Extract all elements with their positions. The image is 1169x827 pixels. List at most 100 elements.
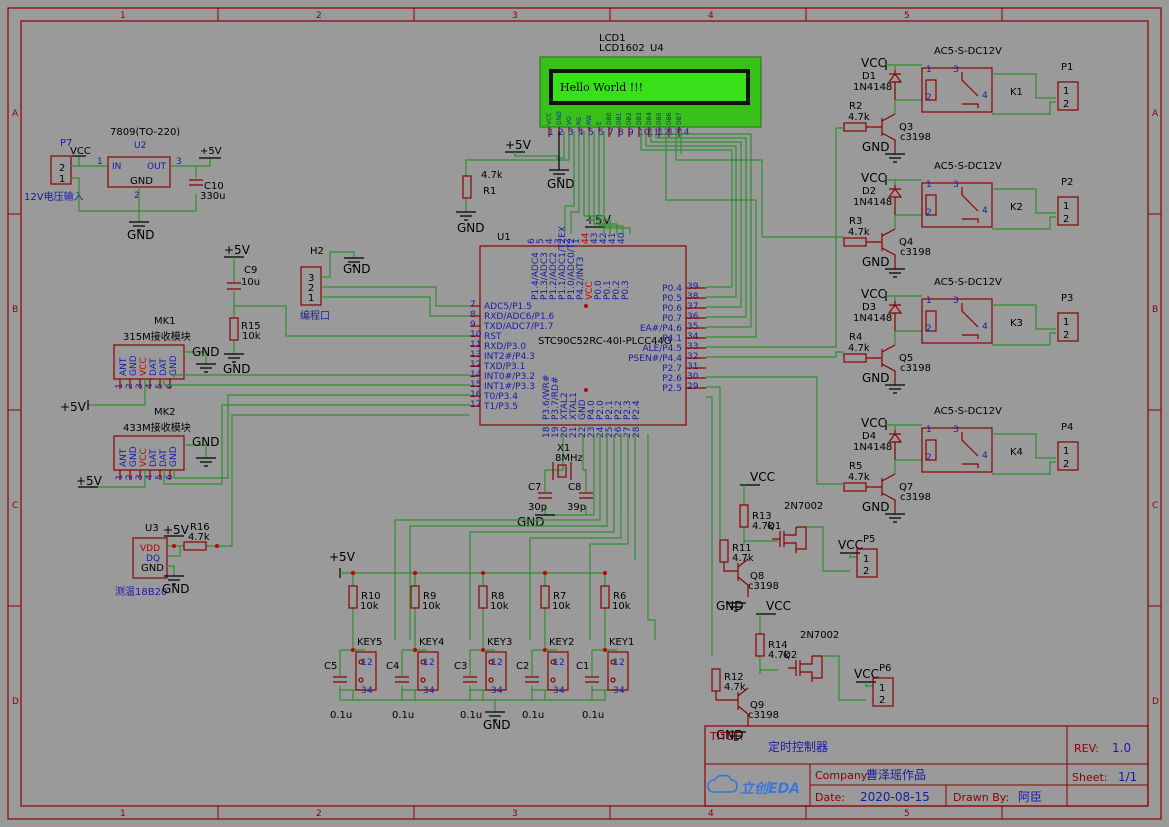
- connector-pin: 2: [1063, 330, 1069, 341]
- u2-in: IN: [112, 162, 121, 172]
- mcu-pin-num: 31: [687, 362, 698, 372]
- key-pin: 3: [361, 686, 367, 696]
- module-pin-name: DAT: [159, 449, 169, 467]
- keys-gnd: GND: [483, 718, 511, 732]
- relay-gnd: GND: [862, 140, 890, 154]
- r15-gnd: GND: [223, 362, 251, 376]
- title-label: TITLE:: [709, 730, 743, 743]
- mcu-pin-name: EA#/P4.6: [640, 324, 682, 334]
- relay-value: AC5-S-DC12V: [934, 406, 1002, 417]
- mcu-pin-num: 13: [470, 350, 481, 360]
- connector-pin: 1: [863, 554, 869, 565]
- title-block: TITLE: 定时控制器 REV: 1.0 Company: 曹泽瑶作品 She…: [704, 725, 1149, 807]
- mcu-pin-name: P2.5: [662, 384, 682, 394]
- key-resistor-value: 10k: [360, 601, 379, 612]
- date-label: Date:: [815, 791, 845, 804]
- h2-gnd: GND: [343, 262, 371, 276]
- key-pin: 4: [429, 686, 435, 696]
- mcu-pin-num: 5: [536, 238, 546, 244]
- drawing-frame: [7, 7, 1162, 820]
- connector-pin: 1: [879, 683, 885, 694]
- mcu-pin-name: P2.7: [662, 364, 682, 374]
- mos-vcc: VCC: [766, 599, 791, 613]
- key-pin: 4: [497, 686, 503, 696]
- lcd-pin-name: DB6: [666, 112, 673, 125]
- mcu-pin-num: 40: [617, 232, 627, 244]
- mcu-pin-num: 22: [578, 427, 588, 438]
- mcu-pin-num: 8: [470, 310, 476, 320]
- key-cap-ref: C1: [576, 661, 589, 672]
- eda-logo-text: 立创EDA: [740, 780, 800, 797]
- lcd-pin-num: 8: [618, 128, 624, 138]
- mcu-pin-num: 38: [687, 292, 699, 302]
- drawn-value: 阿臣: [1018, 790, 1042, 804]
- r15-value: 10k: [242, 331, 261, 342]
- key-pin: 3: [423, 686, 429, 696]
- mcu-pin-name: RST: [484, 332, 502, 342]
- key-cap-value: 0.1u: [330, 710, 352, 721]
- relay-ref: K4: [1010, 447, 1023, 458]
- u2-pin3: 3: [176, 157, 182, 167]
- output-connector-ref: P1: [1061, 62, 1073, 73]
- relay-pin: 2: [926, 208, 932, 218]
- mcu-pin-name: P2.1: [605, 400, 615, 420]
- ruler-col: 1: [120, 11, 126, 21]
- rev-label: REV:: [1074, 742, 1099, 755]
- relay-pin: 3: [953, 65, 959, 75]
- date-value: 2020-08-15: [860, 790, 930, 804]
- u1-ref: U1: [497, 232, 511, 243]
- mos-connector-ref: P5: [863, 534, 875, 545]
- key-pin: 1: [613, 658, 619, 668]
- mosfet-value: 2N7002: [800, 630, 839, 641]
- connector-pin: 2: [1063, 214, 1069, 225]
- base-resistor-value: 4.7k: [732, 553, 754, 564]
- module-pin-name: GND: [129, 446, 139, 467]
- mcu-pin-name: P4.2/INT3: [576, 257, 586, 300]
- c10-value: 330u: [200, 191, 225, 202]
- company-value: 曹泽瑶作品: [866, 768, 926, 782]
- key-resistor-ref: R6: [613, 591, 626, 602]
- relay-ref: K1: [1010, 87, 1023, 98]
- module-pin-name: GND: [169, 355, 179, 376]
- u3-gnd: GND: [162, 582, 190, 596]
- mosfet-ref: Q2: [783, 650, 797, 661]
- connector-pin: 2: [1063, 459, 1069, 470]
- key-cap-value: 0.1u: [392, 710, 414, 721]
- rev-value: 1.0: [1112, 741, 1131, 755]
- output-connector-ref: P2: [1061, 177, 1073, 188]
- u2-out: OUT: [147, 162, 167, 172]
- ruler-col: 3: [512, 11, 518, 21]
- x1-value: 8MHz: [555, 453, 583, 464]
- transistor-value: c3198: [900, 247, 931, 258]
- u2-out-net: +5V: [200, 146, 222, 157]
- mcu-pin-num: 33: [687, 342, 698, 352]
- mcu-pin-name: P1.0/ADC0/T2: [567, 238, 577, 300]
- mk1-label: 315M接收模块: [123, 330, 191, 343]
- relay-pin: 4: [982, 206, 988, 216]
- mos-connector-ref: P6: [879, 663, 891, 674]
- ruler-row: D: [12, 697, 19, 707]
- mos-gnd: GND: [716, 599, 744, 613]
- relay-ref: K2: [1010, 202, 1023, 213]
- mos-vcc: VCC: [750, 470, 775, 484]
- lcd-pin-num: 5: [588, 128, 594, 138]
- transistor-ref: Q9: [750, 700, 764, 711]
- lcd-pin-name: DB1: [616, 112, 623, 125]
- p7-label: 12V电压输入: [24, 190, 84, 203]
- mcu-pin-name: XTAL1: [569, 392, 579, 420]
- relay-pin: 4: [982, 451, 988, 461]
- relay-vcc: VCC: [861, 287, 886, 301]
- diode-ref: D2: [862, 186, 876, 197]
- relay-pin: 3: [953, 296, 959, 306]
- key-pin: 4: [619, 686, 625, 696]
- mcu-pin-name: RXD/P3.0: [484, 342, 526, 352]
- h2-program-port: H2 3 2 1 编程口 GND: [300, 246, 470, 322]
- connector-pin: 1: [1063, 201, 1069, 212]
- ruler-col: 4: [708, 11, 714, 21]
